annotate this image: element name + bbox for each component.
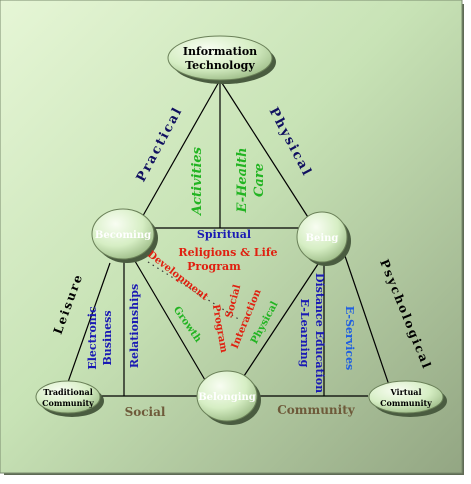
node-belonging-label: Belonging: [198, 392, 256, 403]
label-distance-education-line2: E-Learning: [298, 299, 311, 368]
label-religions-line1: Religions & Life: [178, 246, 277, 259]
line-it-being: [219, 79, 314, 226]
node-virtual-line2: Community: [380, 398, 432, 408]
node-it-line1: Information: [183, 45, 257, 58]
connector-lines: [66, 79, 391, 397]
node-virtual-line1: Virtual: [389, 387, 421, 397]
node-traditional-community: Traditional Community: [35, 380, 104, 417]
label-ehealth-line2: Care: [252, 163, 267, 197]
node-becoming: Becoming: [91, 208, 158, 263]
label-electronic-business-line1: Electronic: [86, 306, 99, 370]
edge-social-label: Social: [125, 405, 166, 419]
node-traditional-line1: Traditional: [43, 387, 93, 397]
node-it-line2: Technology: [185, 59, 255, 72]
label-eservices: E-Services: [343, 306, 356, 370]
node-being-label: Being: [306, 233, 339, 244]
label-spiritual: Spiritual: [197, 228, 251, 241]
node-being: Being: [296, 211, 351, 266]
node-virtual-community: Virtual Community: [368, 380, 447, 417]
label-activities: Activities: [190, 146, 205, 217]
node-traditional-line2: Community: [42, 398, 94, 408]
line-it-becoming: [135, 79, 221, 229]
node-becoming-label: Becoming: [95, 230, 151, 241]
label-religions-line2: Program: [187, 260, 241, 273]
line-being-virtual: [344, 255, 391, 389]
label-ehealth-line1: E-Health: [235, 148, 250, 214]
node-information-technology: Information Technology: [167, 35, 276, 84]
label-electronic-business-line2: Business: [101, 310, 114, 365]
line-being-belonging: [243, 257, 323, 377]
node-belonging: Belonging: [196, 370, 261, 425]
label-relationships: Relationships: [128, 284, 141, 368]
line-becoming-traditional: [66, 262, 111, 386]
line-becoming-belonging: [131, 255, 206, 381]
edge-community-label: Community: [277, 403, 356, 417]
label-distance-education-line1: Distance Education: [313, 273, 326, 393]
